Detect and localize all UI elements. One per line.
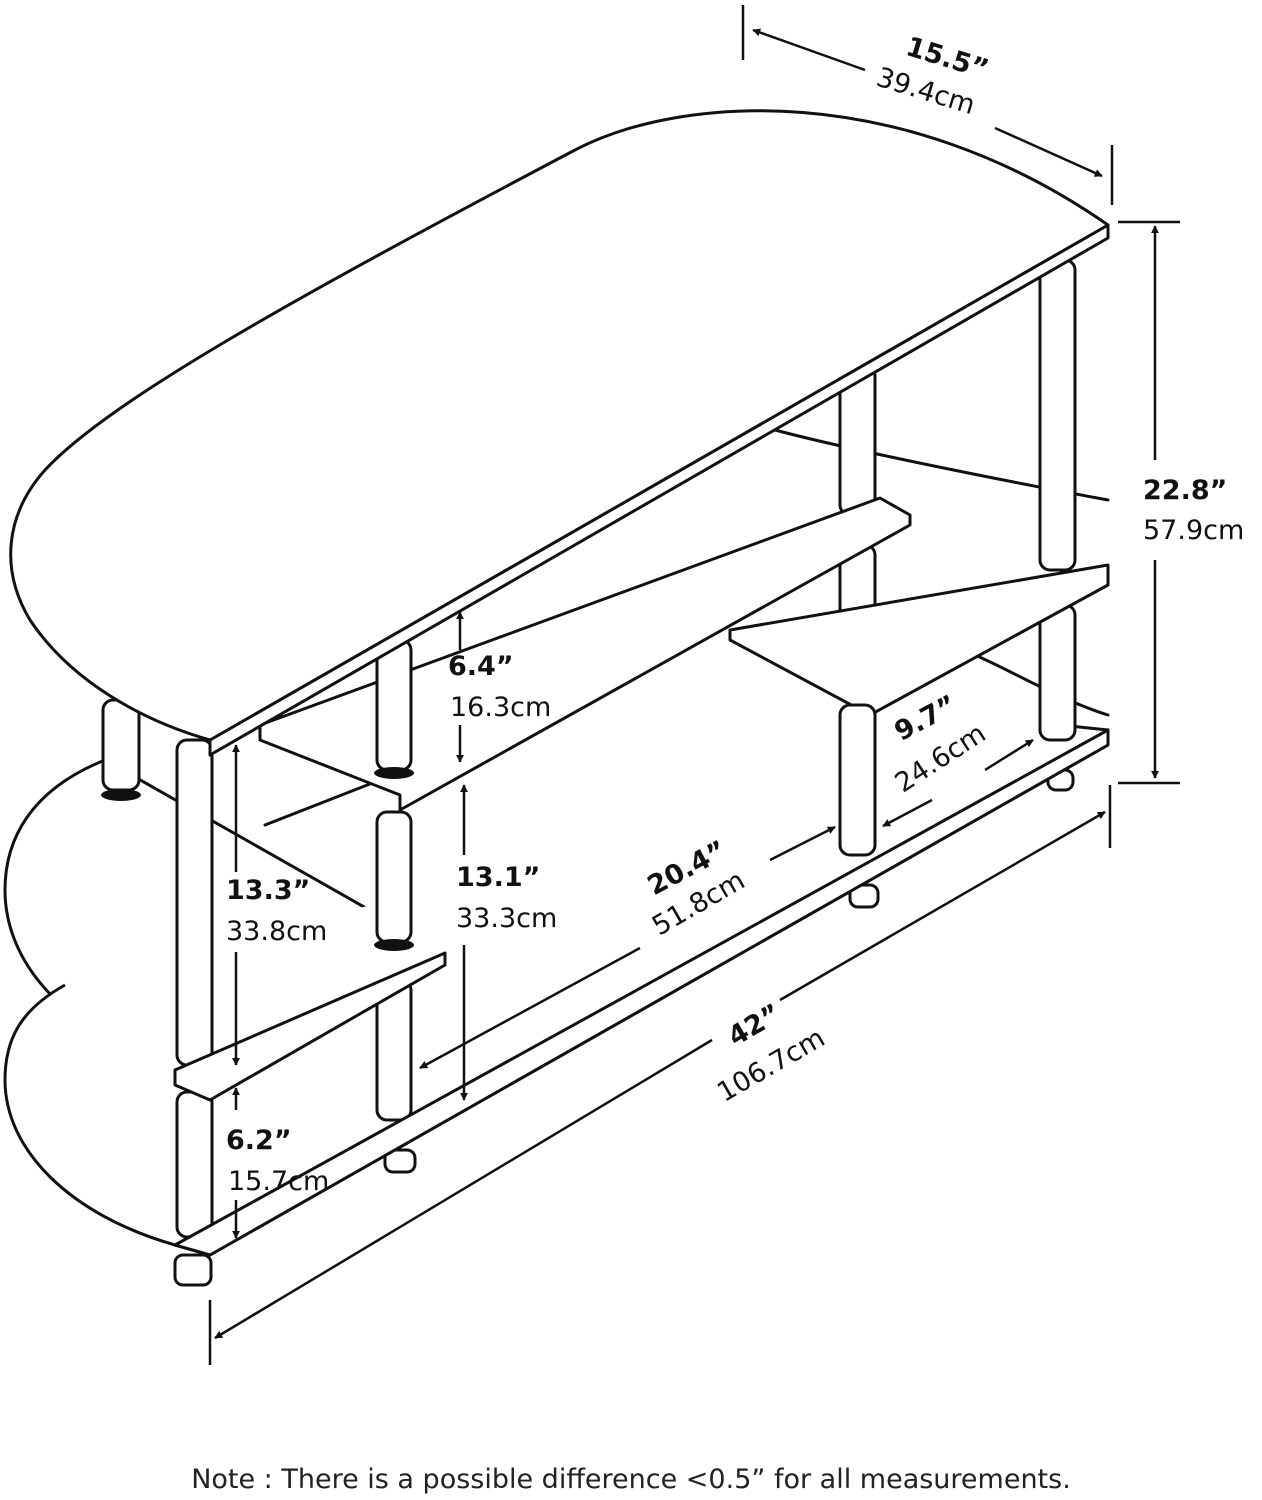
left-curved-shelf-bottom bbox=[3, 723, 1110, 1257]
top-gap-cm-label: 16.3cm bbox=[450, 692, 552, 723]
front-posts bbox=[101, 638, 1075, 1287]
bottom-shelf-board bbox=[173, 728, 1110, 1257]
top-shelf bbox=[9, 109, 1110, 757]
left-gap-inches-label: 13.3” bbox=[226, 875, 311, 906]
bottom-gap-inches-label: 6.2” bbox=[226, 1125, 292, 1156]
middle-gap-cm-label: 33.3cm bbox=[456, 903, 558, 934]
middle-gap-inches-label: 13.1” bbox=[456, 862, 541, 893]
height-cm-label: 57.9cm bbox=[1143, 515, 1245, 546]
measurement-note: Note : There is a possible difference <0… bbox=[191, 1464, 1071, 1495]
bottom-gap-cm-label: 15.7cm bbox=[228, 1166, 330, 1197]
height-inches-label: 22.8” bbox=[1143, 475, 1228, 506]
top-gap-inches-label: 6.4” bbox=[448, 651, 514, 682]
lower-left-shelf bbox=[173, 951, 447, 1102]
middle-shelves bbox=[258, 496, 1110, 812]
dimension-lines bbox=[208, 5, 1180, 1365]
left-gap-cm-label: 33.8cm bbox=[226, 916, 328, 947]
